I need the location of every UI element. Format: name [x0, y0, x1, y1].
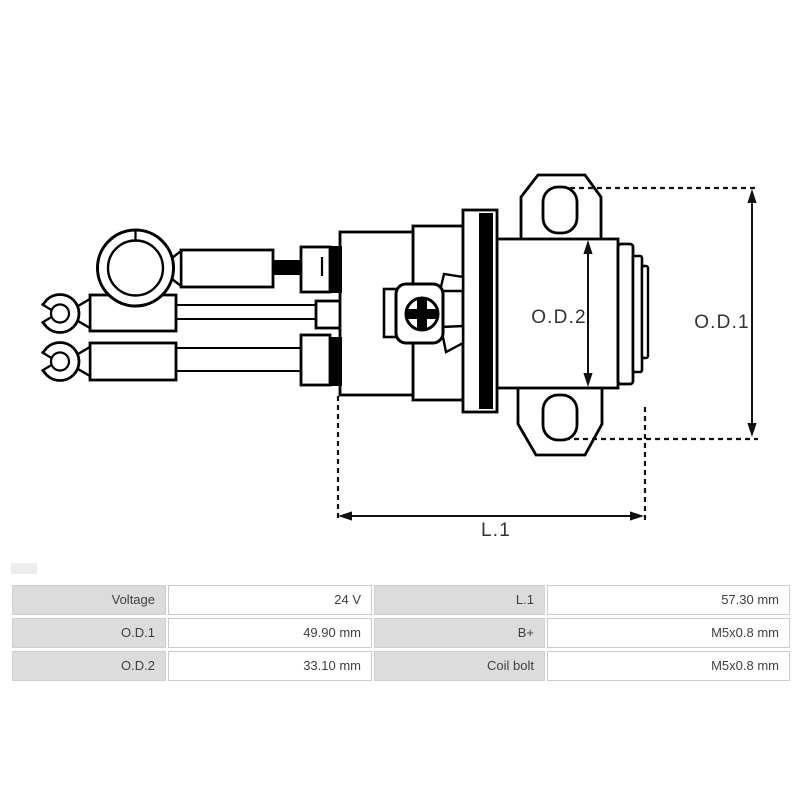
spec-label: Voltage [12, 585, 166, 615]
link-arm-upper [438, 272, 465, 293]
dim-label-od1: O.D.1 [694, 312, 750, 333]
dim-label-l1: L.1 [481, 520, 511, 541]
spec-label: Coil bolt [374, 651, 545, 681]
wire-lead-top [170, 245, 332, 294]
mounting-bracket-top [519, 173, 603, 244]
spec-value: 24 V [168, 585, 372, 615]
spec-row: Voltage 24 V L.1 57.30 mm [12, 585, 790, 615]
dimension-l1: L.1 [338, 511, 644, 541]
solenoid-technical-drawing: O.D.2 O.D.1 L.1 [38, 173, 758, 541]
dimension-od1: O.D.1 [694, 189, 757, 437]
spec-value: 49.90 mm [168, 618, 372, 648]
spec-label: O.D.1 [12, 618, 166, 648]
link-arm-lower [439, 324, 465, 354]
spec-value: M5x0.8 mm [547, 651, 790, 681]
dimension-od2: O.D.2 [531, 240, 593, 387]
spec-value: 33.10 mm [168, 651, 372, 681]
flange [461, 208, 499, 414]
end-cap-step-3 [640, 264, 650, 360]
dim-label-od2: O.D.2 [531, 307, 587, 328]
mounting-bracket-bottom [516, 384, 604, 457]
end-cap-step-2 [631, 254, 644, 374]
spec-label: B+ [374, 618, 545, 648]
phillips-screw-terminal [382, 272, 465, 354]
spec-value: M5x0.8 mm [547, 618, 790, 648]
wire-lead-bottom [76, 333, 332, 387]
spec-label: L.1 [374, 585, 545, 615]
main-cylinder [495, 237, 650, 390]
spec-label: O.D.2 [12, 651, 166, 681]
table-edge-artifact [11, 563, 37, 574]
bracket-hole-top [541, 185, 579, 235]
spec-value: 57.30 mm [547, 585, 790, 615]
bracket-hole-bottom [541, 393, 579, 442]
flange-seal-band [479, 213, 493, 409]
spec-row: O.D.1 49.90 mm B+ M5x0.8 mm [12, 618, 790, 648]
ring-terminal-middle [38, 293, 81, 334]
spec-table: Voltage 24 V L.1 57.30 mm O.D.1 49.90 mm… [12, 585, 790, 684]
dimension-extension-lines [336, 186, 758, 522]
spec-row: O.D.2 33.10 mm Coil bolt M5x0.8 mm [12, 651, 790, 681]
end-cap-step-1 [616, 242, 635, 386]
ring-terminal-large [96, 228, 175, 308]
ring-terminal-bottom [38, 341, 81, 382]
